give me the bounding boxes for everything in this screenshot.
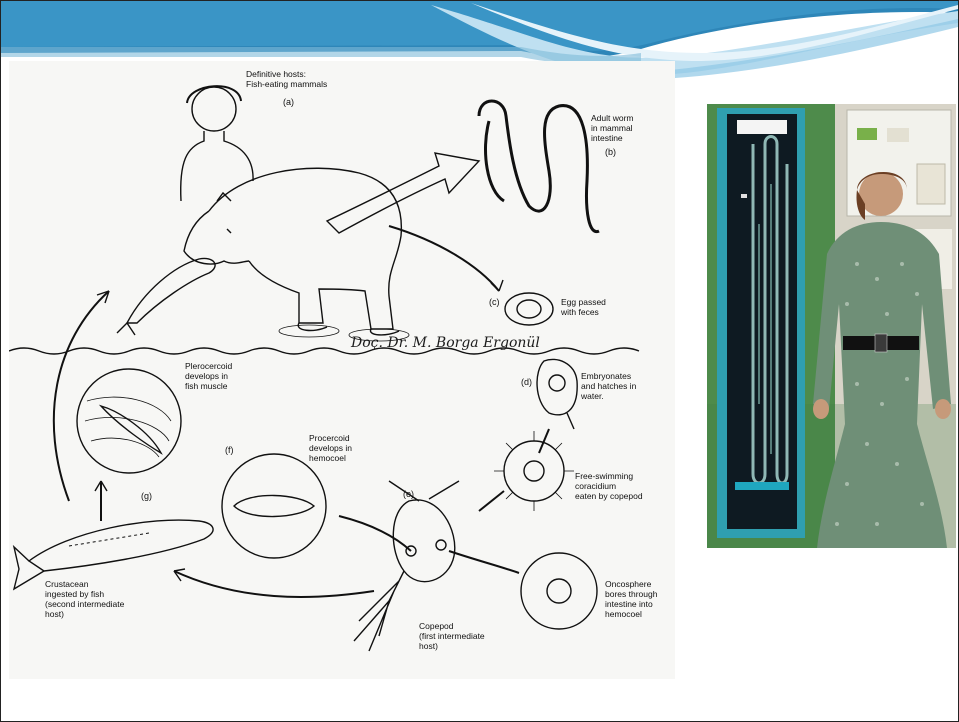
step-b-letter: (b) (605, 147, 616, 157)
author-watermark: Doç. Dr. M. Borga Ergonül (351, 335, 540, 351)
plerocercoid-label: Plerocercoid develops in fish muscle (185, 361, 232, 391)
procercoid-label: Procercoid develops in hemocoel (309, 433, 352, 463)
photo-illustration-icon (707, 104, 956, 548)
step-d-letter: (d) (521, 377, 532, 387)
step-f-letter: (f) (225, 445, 234, 455)
crustacean-label: Crustacean ingested by fish (second inte… (45, 579, 124, 619)
oncosphere-label: Oncosphere bores through intestine into … (605, 579, 657, 619)
step-e-letter: (e) (403, 489, 414, 499)
free-swimming-label: Free-swimming coracidium eaten by copepo… (575, 471, 643, 501)
step-a-letter: (a) (283, 97, 294, 107)
step-c-letter: (c) (489, 297, 500, 307)
copepod-label: Copepod (first intermediate host) (419, 621, 485, 651)
egg-passed-label: Egg passed with feces (561, 297, 606, 317)
woman-with-tapeworm-photo (707, 104, 956, 548)
step-g-letter: (g) (141, 491, 152, 501)
embryonates-label: Embryonates and hatches in water. (581, 371, 636, 401)
adult-worm-label: Adult worm in mammal intestine (591, 113, 634, 143)
definitive-hosts-label: Definitive hosts: Fish-eating mammals (246, 69, 327, 89)
life-cycle-diagram: Definitive hosts: Fish-eating mammals (a… (9, 61, 675, 679)
